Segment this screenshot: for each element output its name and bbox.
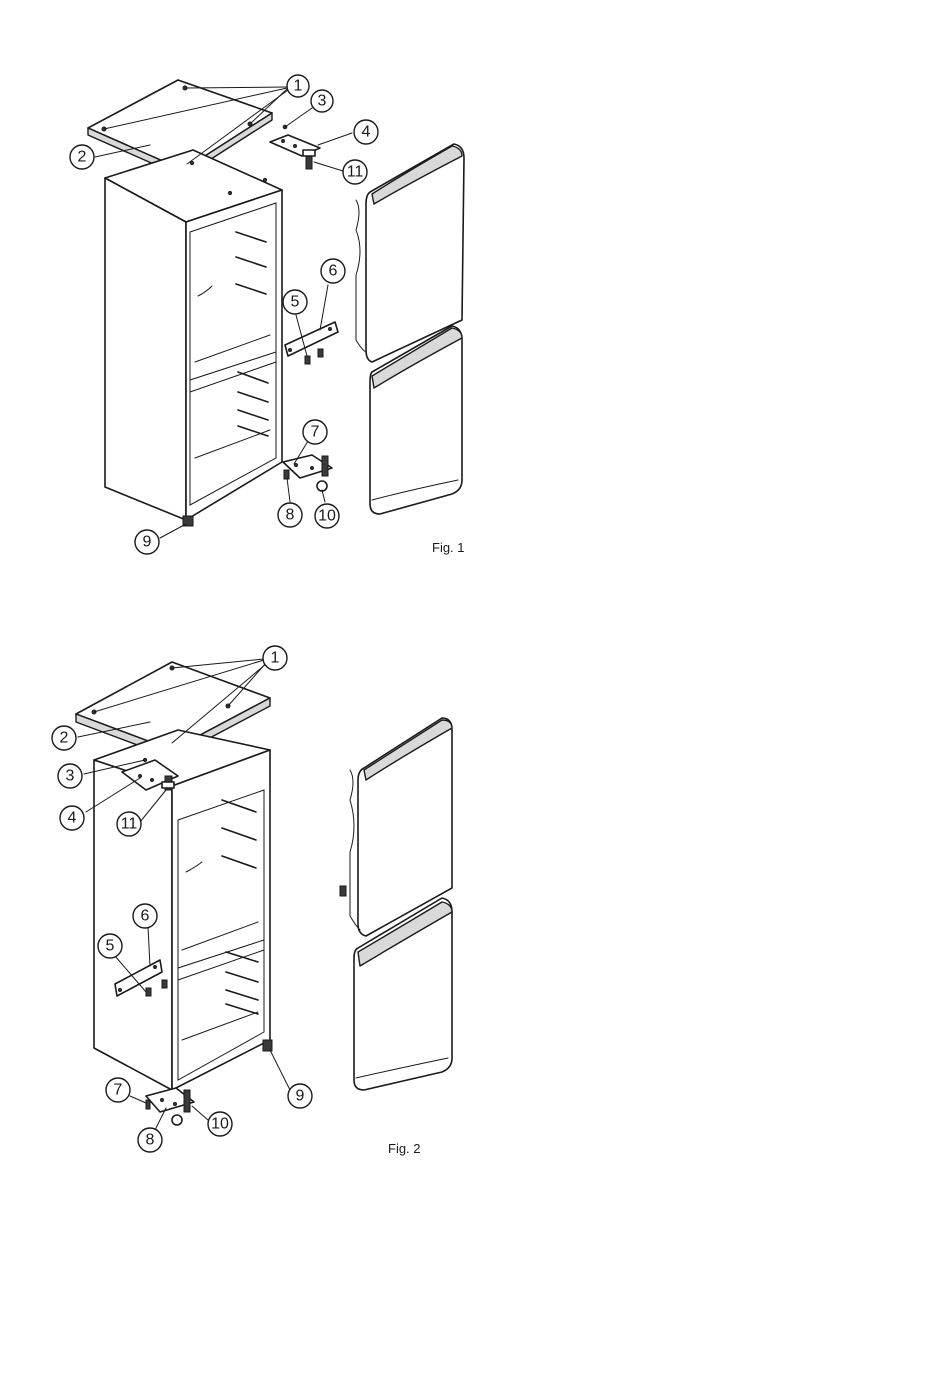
callout-2-label: 2 <box>60 730 69 747</box>
bottom-hinge <box>146 1088 194 1125</box>
callout-1: 1 <box>263 646 287 670</box>
callout-7-label: 7 <box>114 1082 123 1099</box>
callout-6-label: 6 <box>329 263 338 280</box>
callout-2: 2 <box>70 145 94 169</box>
callout-1-label: 1 <box>294 78 303 95</box>
cabinet-body <box>94 730 272 1090</box>
callout-10: 10 <box>208 1112 232 1136</box>
figure-caption: Fig. 1 <box>432 540 465 555</box>
callout-8: 8 <box>278 503 302 527</box>
callout-10: 10 <box>315 504 339 528</box>
callout-9: 9 <box>135 530 159 554</box>
callout-7-label: 7 <box>311 424 320 441</box>
middle-hinge <box>285 322 338 364</box>
callout-11-label: 11 <box>121 816 138 833</box>
figure-2-drawing: 1 2 3 4 11 6 5 9 7 8 10 Fig. 2 <box>0 600 950 1200</box>
callout-5-label: 5 <box>291 294 300 311</box>
figure-1: 1 2 3 4 11 6 5 7 8 10 9 Fig. 1 <box>0 0 950 600</box>
callout-2-label: 2 <box>78 149 87 166</box>
callout-9-label: 9 <box>143 534 152 551</box>
callout-5: 5 <box>98 934 122 958</box>
callout-4-label: 4 <box>68 810 77 827</box>
cabinet-body <box>105 150 282 526</box>
figure-caption: Fig. 2 <box>388 1141 421 1156</box>
callout-3: 3 <box>311 90 333 112</box>
callout-6-label: 6 <box>141 908 150 925</box>
callout-8-label: 8 <box>286 507 295 524</box>
callout-1-label: 1 <box>271 650 280 667</box>
top-hinge <box>270 125 320 169</box>
figure-2: 1 2 3 4 11 6 5 9 7 8 10 Fig. 2 <box>0 600 950 1200</box>
callout-4: 4 <box>354 120 378 144</box>
callout-1: 1 <box>287 75 309 97</box>
bottom-hinge <box>283 455 332 491</box>
callout-9: 9 <box>288 1084 312 1108</box>
callout-10-label: 10 <box>318 508 336 525</box>
callout-5: 5 <box>283 290 307 314</box>
callout-3: 3 <box>58 764 82 788</box>
callout-7: 7 <box>303 420 327 444</box>
callout-11-label: 11 <box>347 164 364 181</box>
callout-8-label: 8 <box>146 1132 155 1149</box>
callout-4-label: 4 <box>362 124 371 141</box>
callout-7: 7 <box>106 1078 130 1102</box>
callout-6: 6 <box>133 904 157 928</box>
callout-3-label: 3 <box>66 768 75 785</box>
callout-8: 8 <box>138 1128 162 1152</box>
callout-11: 11 <box>343 160 367 184</box>
callout-5-label: 5 <box>106 938 115 955</box>
callout-2: 2 <box>52 726 76 750</box>
figure-1-drawing: 1 2 3 4 11 6 5 7 8 10 9 Fig. 1 <box>0 0 950 600</box>
callout-10-label: 10 <box>211 1116 229 1133</box>
callout-4: 4 <box>60 806 84 830</box>
callout-11: 11 <box>117 812 141 836</box>
callout-3-label: 3 <box>318 93 327 110</box>
callout-6: 6 <box>321 259 345 283</box>
callout-9-label: 9 <box>296 1088 305 1105</box>
